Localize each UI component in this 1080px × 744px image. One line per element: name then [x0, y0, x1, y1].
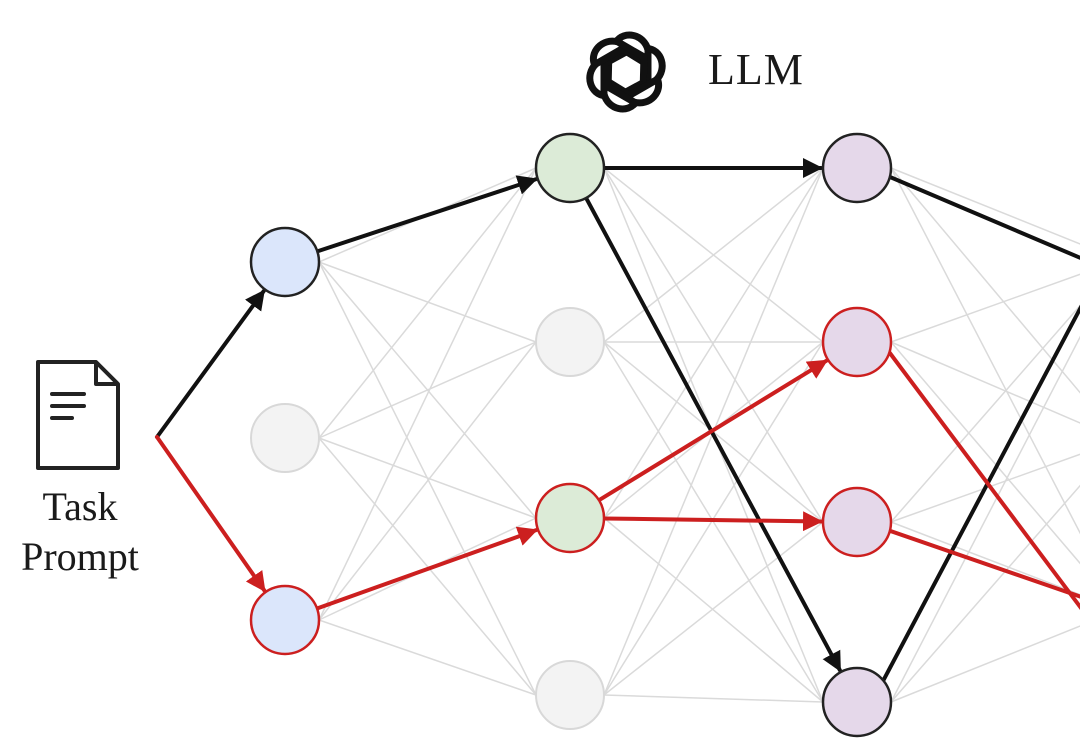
grid-edge — [603, 521, 824, 696]
red-arrow — [596, 358, 829, 503]
grid-edge — [318, 167, 537, 439]
grid-edge — [890, 335, 1080, 703]
document-icon — [36, 360, 120, 470]
agent-nodes — [249, 132, 893, 738]
grid-edge — [603, 694, 824, 703]
red-arrow — [601, 511, 824, 532]
grid-edge — [603, 167, 824, 523]
black-arrow — [315, 175, 538, 254]
agent-node-green — [534, 482, 606, 554]
agent-node-inactive — [250, 403, 320, 473]
grid-edge — [318, 619, 537, 696]
agent-node-purple — [821, 306, 893, 378]
grid-edge — [318, 437, 537, 519]
grid-edge — [603, 517, 824, 703]
grid-edge — [890, 167, 1080, 535]
red-route — [155, 348, 1080, 611]
red-exit-line — [885, 528, 1080, 599]
agent-node-blue — [249, 226, 321, 298]
agent-node-inactive — [535, 307, 605, 377]
task-prompt-line-2: Prompt — [21, 534, 139, 579]
inactive-connections — [318, 167, 1080, 703]
llm-label: LLM — [708, 45, 804, 94]
grid-edge — [890, 341, 1080, 565]
black-exit-line — [885, 174, 1080, 260]
black-arrow — [584, 195, 842, 673]
red-arrow — [315, 526, 539, 611]
grid-edge — [318, 167, 537, 621]
grid-edge — [890, 273, 1080, 343]
grid-edge — [603, 167, 824, 519]
grid-edge — [890, 167, 1080, 245]
agent-node-inactive — [535, 660, 605, 730]
grid-edge — [890, 167, 1080, 394]
openai-logo-icon — [586, 31, 666, 113]
agent-node-purple — [821, 666, 893, 738]
agent-node-blue — [249, 584, 321, 656]
black-route — [155, 158, 1080, 684]
task-prompt-label: Task Prompt — [0, 482, 160, 582]
grid-edge — [603, 167, 824, 343]
grid-edge — [890, 625, 1080, 703]
red-exit-line — [885, 348, 1080, 610]
task-prompt-line-1: Task — [42, 484, 118, 529]
grid-edge — [318, 341, 537, 439]
agent-node-purple — [821, 486, 893, 558]
grid-edge — [890, 304, 1080, 523]
grid-edge — [890, 521, 1080, 596]
grid-edge — [318, 341, 537, 621]
black-exit-line — [880, 304, 1080, 684]
black-arrow — [155, 289, 266, 439]
grid-edge — [318, 437, 537, 696]
agent-node-green — [534, 132, 606, 204]
agent-node-purple — [821, 132, 893, 204]
red-arrow — [155, 435, 267, 593]
